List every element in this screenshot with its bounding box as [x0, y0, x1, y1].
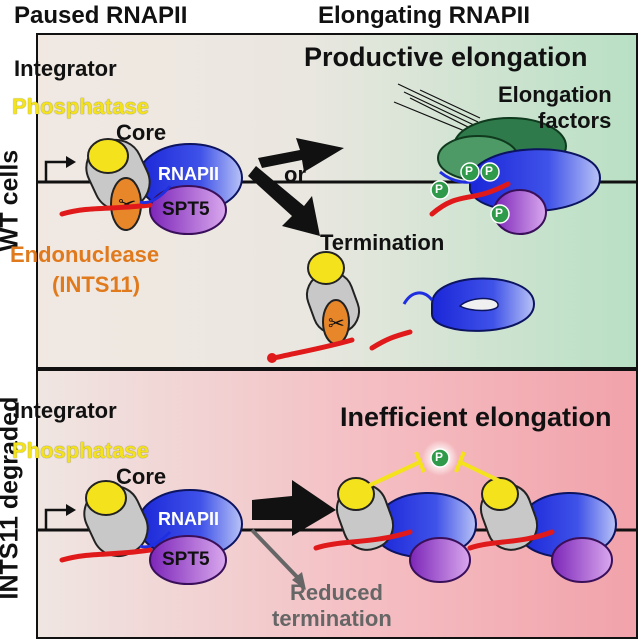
integrator-label-degraded: Integrator	[14, 398, 117, 423]
spt5-shape	[149, 185, 227, 235]
paused-complex: ✂	[59, 138, 243, 235]
inefficient-complex-1	[313, 477, 478, 583]
elongation-factors-label-1: Elongation	[498, 82, 612, 107]
phospho-label-4: P	[495, 206, 504, 220]
productive-elongation-label: Productive elongation	[304, 42, 588, 72]
rnapii-label-degraded: RNAPII	[158, 509, 220, 529]
speed-lines	[393, 83, 481, 135]
phospho-marks-top	[430, 162, 510, 224]
elongating-rnapii-header: Elongating RNAPII	[318, 2, 530, 29]
tss-arrow	[44, 160, 68, 182]
reduced-termination-arrow	[250, 528, 300, 580]
svg-text:✂: ✂	[328, 313, 345, 335]
spt5-label-degraded: SPT5	[162, 549, 210, 570]
phosphatase-shape	[87, 138, 129, 174]
wt-cells-label: WT cells	[0, 149, 24, 252]
phospho-label-3: P	[435, 182, 444, 196]
tss-arrow-degraded	[44, 508, 68, 530]
paused-rnapii-header: Paused RNAPII	[14, 2, 188, 29]
rna-strand-elongating	[429, 181, 511, 217]
core-label: Core	[116, 120, 167, 145]
core-label-degraded: Core	[116, 464, 167, 489]
scissors-icon: ✂	[118, 192, 136, 217]
elongation-arrow-degraded	[252, 480, 336, 536]
rna-strand	[59, 202, 153, 217]
phospho-label-2: P	[485, 164, 494, 178]
ints11-label: (INTS11)	[52, 272, 141, 297]
paused-complex-degraded	[59, 480, 243, 585]
termination-arrow	[248, 166, 320, 236]
phosphatase-label-degraded: Phosphatase	[12, 438, 149, 463]
or-label: or	[284, 162, 306, 187]
integrator-label: Integrator	[14, 56, 117, 81]
terminated-products: ✂	[267, 251, 536, 363]
endonuclease-label: Endonuclease	[10, 242, 160, 267]
elongation-factors-label-2: factors	[538, 108, 612, 133]
elongating-complex	[429, 117, 602, 235]
spt5-label: SPT5	[162, 199, 210, 220]
inefficient-elongation-label: Inefficient elongation	[340, 402, 612, 432]
phospho-inhibition	[367, 440, 511, 488]
rnapii-label: RNAPII	[158, 164, 220, 184]
termination-degraded-label: termination	[272, 606, 392, 631]
elongation-arrow	[258, 138, 344, 172]
termination-label: Termination	[320, 230, 445, 255]
phospho-label-1: P	[465, 164, 474, 178]
reduced-label: Reduced	[290, 580, 383, 605]
phospho-label-inhibited: P	[435, 450, 444, 464]
phosphatase-label: Phosphatase	[12, 94, 149, 119]
rna-blue-tail	[139, 185, 172, 205]
